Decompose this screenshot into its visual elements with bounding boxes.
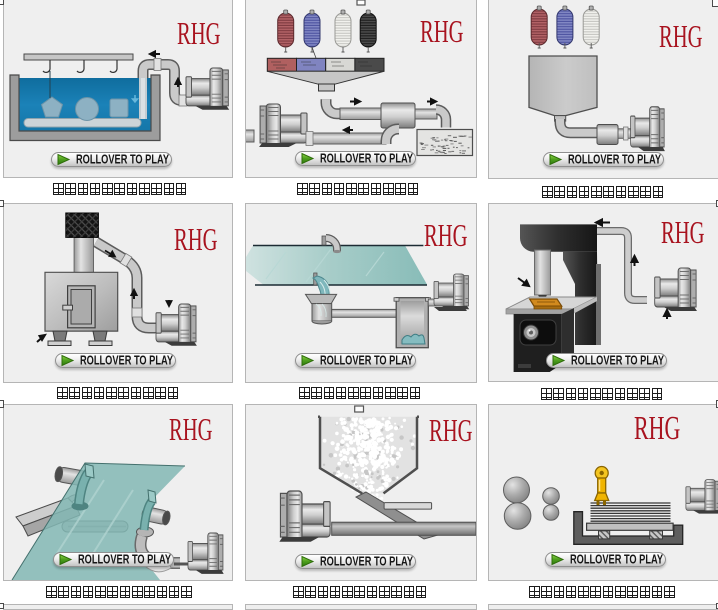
svg-text:ROLLOVER TO PLAY: ROLLOVER TO PLAY (320, 354, 413, 367)
svg-text:ROLLOVER TO PLAY: ROLLOVER TO PLAY (78, 553, 171, 566)
svg-text:ROLLOVER TO PLAY: ROLLOVER TO PLAY (320, 152, 413, 165)
svg-text:ROLLOVER TO PLAY: ROLLOVER TO PLAY (571, 354, 664, 367)
svg-text:ROLLOVER TO PLAY: ROLLOVER TO PLAY (76, 153, 169, 166)
svg-text:ROLLOVER TO PLAY: ROLLOVER TO PLAY (570, 553, 663, 566)
svg-text:ROLLOVER TO PLAY: ROLLOVER TO PLAY (320, 555, 413, 568)
svg-text:ROLLOVER TO PLAY: ROLLOVER TO PLAY (568, 153, 661, 166)
svg-text:ROLLOVER TO PLAY: ROLLOVER TO PLAY (80, 354, 173, 367)
